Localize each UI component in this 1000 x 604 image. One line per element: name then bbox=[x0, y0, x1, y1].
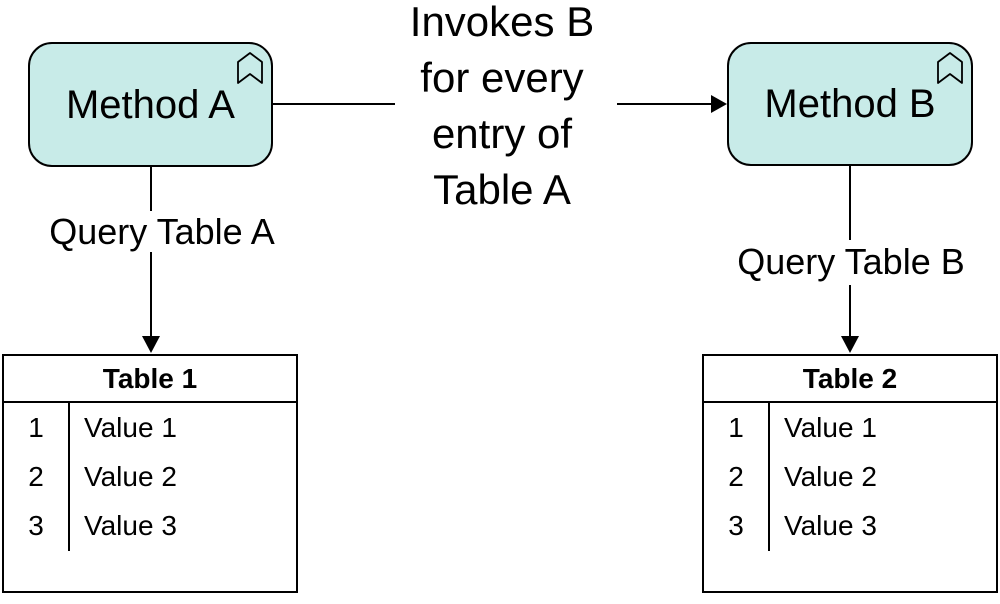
method-b-label: Method B bbox=[764, 82, 936, 126]
method-b-node: Method B bbox=[727, 42, 973, 166]
row-key: 1 bbox=[728, 411, 744, 443]
table-1-body: 1 Value 1 2 Value 2 3 Value 3 bbox=[4, 403, 296, 551]
method-a-label: Method A bbox=[65, 82, 235, 127]
invoke-edge-label-line: for every bbox=[420, 54, 584, 101]
table-1: Table 1 1 Value 1 2 Value 2 3 Value 3 bbox=[2, 354, 298, 593]
invoke-edge-label-line: Table A bbox=[433, 166, 571, 213]
invoke-edge-label-line: entry of bbox=[431, 110, 573, 157]
invoke-edge-label-line: Invokes B bbox=[409, 0, 595, 45]
query-a-edge-label: Query Table A bbox=[32, 213, 292, 251]
row-key: 1 bbox=[28, 411, 44, 443]
row-value: Value 2 bbox=[84, 460, 177, 492]
table-row: 1 Value 1 bbox=[4, 403, 296, 452]
column-divider bbox=[68, 403, 70, 551]
row-value: Value 1 bbox=[84, 411, 177, 443]
invoke-edge-label: Invokes B for every entry of Table A bbox=[352, 0, 652, 218]
arrowhead-down-icon bbox=[142, 336, 160, 353]
arrowhead-right-icon bbox=[711, 95, 727, 113]
table-row: 2 Value 2 bbox=[704, 452, 996, 501]
query-b-connector-line-top bbox=[849, 166, 851, 240]
row-value: Value 1 bbox=[784, 411, 877, 443]
bookmark-icon bbox=[937, 52, 963, 84]
table-row: 1 Value 1 bbox=[704, 403, 996, 452]
method-a-node: Method A bbox=[28, 42, 273, 167]
table-row: 2 Value 2 bbox=[4, 452, 296, 501]
query-a-connector-line-top bbox=[150, 166, 152, 211]
table-2-body: 1 Value 1 2 Value 2 3 Value 3 bbox=[704, 403, 996, 551]
invoke-connector-line-left bbox=[272, 103, 395, 105]
query-a-connector-line-bottom bbox=[150, 252, 152, 336]
invoke-connector-line-right bbox=[617, 103, 712, 105]
table-row: 3 Value 3 bbox=[704, 501, 996, 550]
row-value: Value 3 bbox=[784, 509, 877, 541]
table-1-title: Table 1 bbox=[4, 356, 296, 403]
row-value: Value 2 bbox=[784, 460, 877, 492]
query-b-edge-label: Query Table B bbox=[721, 243, 981, 281]
table-2-title: Table 2 bbox=[704, 356, 996, 403]
row-key: 2 bbox=[728, 460, 744, 492]
row-key: 3 bbox=[28, 509, 44, 541]
row-key: 2 bbox=[28, 460, 44, 492]
table-2: Table 2 1 Value 1 2 Value 2 3 Value 3 bbox=[702, 354, 998, 593]
row-key: 3 bbox=[728, 509, 744, 541]
row-value: Value 3 bbox=[84, 509, 177, 541]
table-row: 3 Value 3 bbox=[4, 501, 296, 550]
bookmark-icon bbox=[237, 52, 263, 84]
arrowhead-down-icon bbox=[841, 336, 859, 353]
column-divider bbox=[768, 403, 770, 551]
query-b-connector-line-bottom bbox=[849, 285, 851, 336]
